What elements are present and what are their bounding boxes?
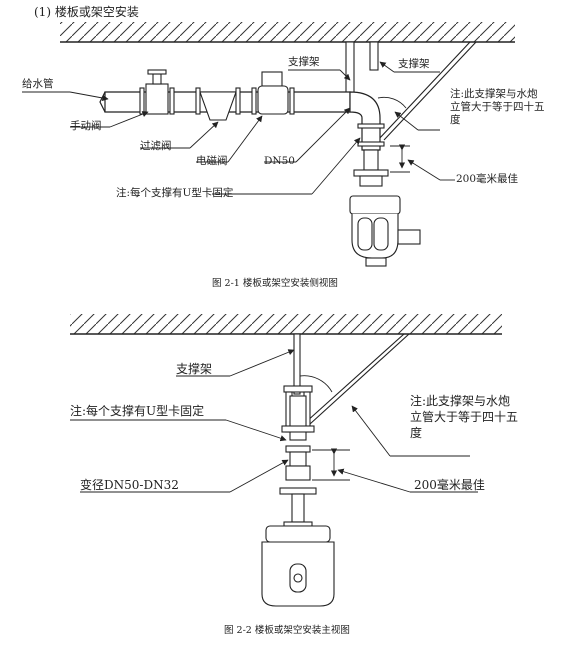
bracket-clamps (281, 385, 315, 441)
solenoid-valve (251, 71, 295, 115)
label-note-angle-1: 注:此支撑架与水炮 (450, 88, 538, 100)
label-dn50: DN50 (264, 155, 295, 167)
water-cannon (349, 195, 421, 267)
label-support-a: 支撑架 (288, 56, 320, 68)
hanger-rod (293, 333, 301, 395)
riser-fittings (353, 123, 389, 187)
dimension-200mm (390, 144, 410, 173)
section-heading: (1) 楼板或架空安装 (34, 5, 139, 19)
label-support-2: 支撑架 (176, 362, 213, 376)
label-solenoid-valve: 电磁阀 (196, 155, 228, 167)
label-best-200-2: 200毫米最佳 (414, 478, 485, 492)
label-water-pipe: 给水管 (22, 78, 54, 90)
leaders-fig1 (22, 61, 455, 195)
label-note-angle-2-2: 立管大于等于四十五 (410, 410, 519, 424)
angle-arc (377, 96, 407, 109)
label-note-ubolt: 注:每个支撑有U型卡固定 (116, 187, 234, 199)
label-reducer: 变径DN50-DN32 (80, 478, 179, 492)
label-note-angle-2: 立管大于等于四十五 (450, 101, 545, 113)
label-note-ubolt-2: 注:每个支撑有U型卡固定 (70, 404, 205, 418)
figure1-caption: 图 2-1 楼板或架空安装侧视图 (212, 278, 338, 289)
ceiling-slab-2 (70, 314, 502, 335)
angle-arc-2 (299, 375, 333, 393)
ceiling-slab (60, 22, 515, 43)
hand-valve (139, 69, 175, 115)
label-note-angle-2-3: 度 (410, 426, 423, 440)
figure2-caption: 图 2-2 楼板或架空安装主视图 (224, 625, 350, 636)
label-filter-valve: 过滤阀 (140, 140, 172, 152)
diagonal-brace-2 (305, 333, 410, 425)
label-note-angle-2-1: 注:此支撑架与水炮 (410, 394, 511, 408)
filter-valve (195, 87, 241, 121)
label-hand-valve: 手动阀 (70, 120, 102, 132)
water-cannon-2 (261, 525, 335, 607)
dimension-200mm-2 (312, 448, 350, 481)
label-note-angle-3: 度 (450, 114, 461, 126)
figure1-side-view-drawing (22, 22, 515, 267)
reducer-riser (279, 445, 317, 527)
label-best-200: 200毫米最佳 (456, 173, 519, 185)
label-support-b: 支撑架 (398, 58, 430, 70)
support-bar-vertical (345, 41, 379, 95)
diagonal-brace (377, 41, 477, 141)
